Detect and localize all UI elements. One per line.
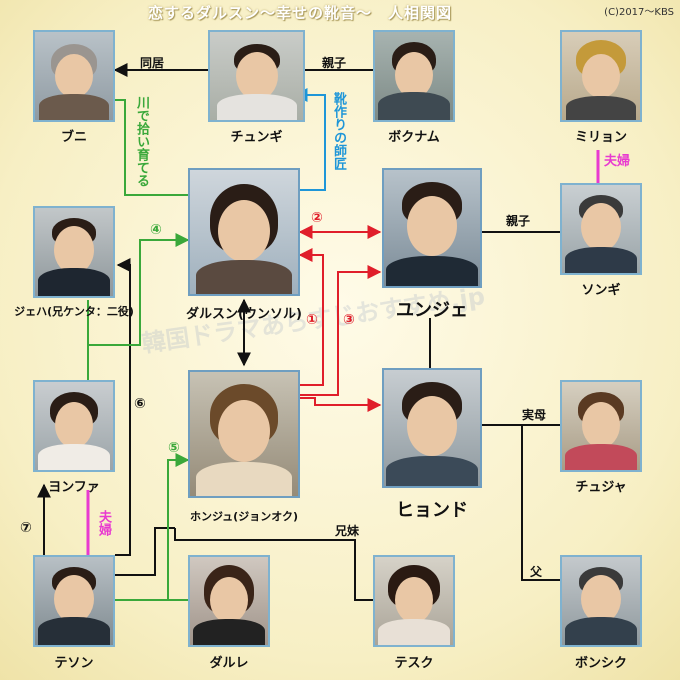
- line-honju-hyondo: [300, 397, 382, 412]
- line-teson-honju: [115, 527, 175, 576]
- photo-miryon: [560, 30, 642, 122]
- rel-fufu1: 夫婦: [604, 154, 631, 169]
- name-chungi: チュンギ: [230, 130, 283, 145]
- photo-darusun: [188, 168, 300, 296]
- num-3: ③: [343, 312, 355, 328]
- photo-chuja: [560, 380, 642, 472]
- photo-teson: [33, 555, 115, 647]
- name-hyondo: ヒョンド: [396, 500, 468, 521]
- photo-chungi: [208, 30, 305, 122]
- photo-bonshiku: [560, 555, 642, 647]
- line-buni-darusun: [115, 99, 207, 202]
- name-bonshiku: ボンシク: [574, 656, 627, 671]
- photo-tesuku: [373, 555, 455, 647]
- photo-darure: [188, 555, 270, 647]
- num-1: ①: [306, 312, 318, 328]
- photo-hyondo: [382, 368, 482, 488]
- line-honju-yunje: [300, 265, 382, 396]
- photo-yonfa: [33, 380, 115, 472]
- name-bokunamu: ボクナム: [388, 130, 440, 145]
- name-yonfa: ヨンファ: [48, 480, 100, 495]
- copyright: (C)2017〜KBS: [604, 7, 674, 18]
- name-chuja: チュジャ: [575, 480, 627, 495]
- name-darusun: ダルスン(ウンソル): [186, 307, 302, 322]
- name-miryon: ミリョン: [574, 130, 627, 145]
- photo-jeha: [33, 206, 115, 298]
- num-5: ⑤: [168, 440, 180, 456]
- name-tesuku: テスク: [394, 656, 434, 671]
- line-teson-jeha: [115, 258, 131, 556]
- rel-oyako2: 親子: [506, 214, 531, 228]
- rel-dokyo: 同居: [140, 56, 165, 70]
- name-honju: ホンジュ(ジョンオク): [189, 510, 299, 523]
- rel-kyodai: 兄妹: [335, 524, 360, 538]
- num-6: ⑥: [134, 396, 146, 412]
- name-teson: テソン: [54, 656, 94, 671]
- line-honju-tesuku: [174, 528, 373, 601]
- name-jeha: ジェハ(兄ケンタ：二役): [14, 305, 134, 318]
- photo-songi: [560, 183, 642, 275]
- rel-fufu2: 夫婦: [96, 510, 111, 536]
- name-darure: ダルレ: [209, 656, 249, 671]
- photo-yunje: [382, 168, 482, 288]
- photo-bokunamu: [373, 30, 455, 122]
- rel-jitsubo: 実母: [522, 408, 547, 422]
- name-yunje: ユンジェ: [396, 300, 468, 321]
- photo-buni: [33, 30, 115, 122]
- num-2: ②: [311, 210, 323, 226]
- rel-kutsu: 靴作りの師匠: [331, 92, 346, 170]
- line-jeha-darusun: [87, 233, 190, 346]
- num-7: ⑦: [20, 520, 32, 536]
- line-hyondo-bonshiku: [521, 425, 560, 581]
- name-songi: ソンギ: [581, 283, 621, 298]
- page-title: 恋するダルスン〜幸せの靴音〜 人相関図: [148, 4, 453, 22]
- line-teson-honju-green: [115, 453, 190, 601]
- photo-honju: [188, 370, 300, 498]
- rel-oyako1: 親子: [322, 56, 347, 70]
- rel-chichi: 父: [530, 565, 543, 579]
- rel-kawa: 川で拾い育てる: [134, 96, 149, 187]
- line-honju-darusun: [298, 248, 324, 386]
- name-buni: ブニ: [60, 130, 87, 145]
- num-4: ④: [150, 222, 162, 238]
